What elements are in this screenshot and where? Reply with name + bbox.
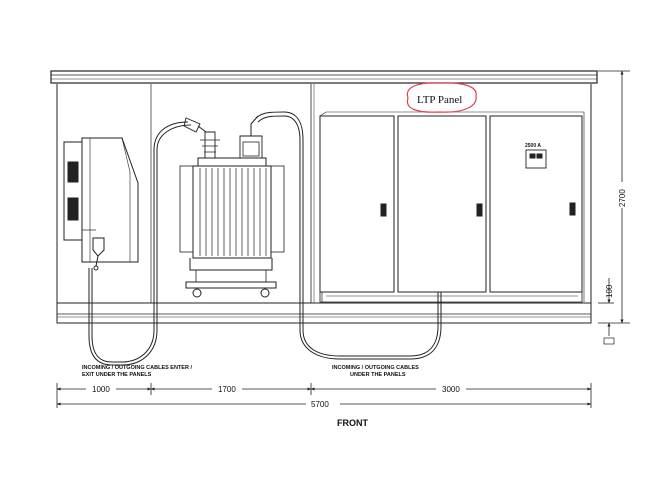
rmu-switchgear <box>63 137 139 271</box>
dim-bg-total <box>306 399 340 409</box>
ht-cable <box>88 117 207 366</box>
dim-bg-height <box>615 182 627 208</box>
panel-rating-label: 2500 A <box>525 143 541 149</box>
ltp-panel <box>319 111 585 303</box>
roof <box>50 70 598 84</box>
right-cable-note-line2: UNDER THE PANELS <box>350 372 406 378</box>
left-cable-note-line2: EXIT UNDER THE PANELS <box>82 372 152 378</box>
ltp-panel-label: LTP Panel <box>417 94 462 106</box>
dim-bg-2 <box>212 384 242 394</box>
dim-section-1: 1000 <box>92 385 110 394</box>
left-cable-note-line1: INCOMING / OUTGOING CABLES ENTER / <box>82 365 192 371</box>
dim-height: 2700 <box>618 189 627 207</box>
enclosure-walls <box>56 84 592 303</box>
right-cable-note-line1: INCOMING / OUTGOING CABLES <box>332 365 419 371</box>
dim-bg-1 <box>86 384 116 394</box>
base-plinth <box>56 302 592 324</box>
lv-cable <box>255 111 442 360</box>
ltp-annotation-circle <box>406 82 477 113</box>
dim-section-2: 1700 <box>218 385 236 394</box>
dim-section-3: 3000 <box>442 385 460 394</box>
dim-bg-3 <box>436 384 466 394</box>
front-label: FRONT <box>337 418 368 428</box>
dim-base-height: 100 <box>605 284 614 298</box>
dim-total-width: 5700 <box>311 400 329 409</box>
distribution-transformer <box>179 115 285 298</box>
